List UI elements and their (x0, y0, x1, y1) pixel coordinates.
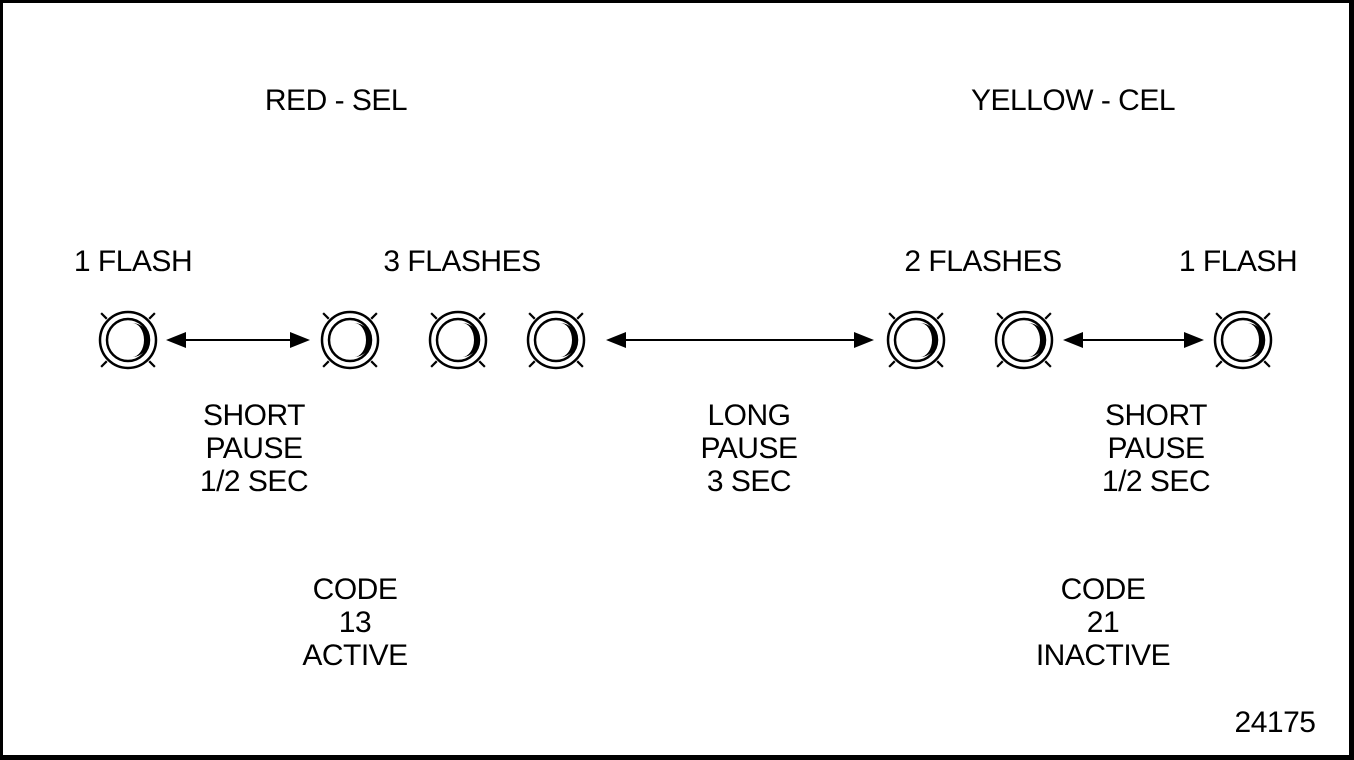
pause-2-line1: LONG (707, 399, 791, 432)
arrows-group (166, 332, 1204, 348)
figure-number: 24175 (1234, 706, 1316, 739)
pause-1-line2: PAUSE (205, 432, 303, 465)
flash-label-4: 1 FLASH (1178, 245, 1298, 278)
header-red-sel: RED - SEL (264, 84, 408, 117)
pause-2-line2: PAUSE (700, 432, 798, 465)
code-13-line2: 13 (338, 606, 372, 639)
code-21-line3: INACTIVE (1035, 639, 1171, 672)
header-yellow-cel: YELLOW - CEL (970, 84, 1176, 117)
flash-label-1: 1 FLASH (73, 245, 193, 278)
lamp-icon (526, 310, 586, 370)
pause-3-line2: PAUSE (1107, 432, 1205, 465)
code-13-label: CODE 13 ACTIVE (302, 573, 408, 672)
flash-label-2: 3 FLASHES (383, 245, 541, 278)
flash-label-3: 2 FLASHES (904, 245, 1062, 278)
short-pause-arrow-2 (1063, 332, 1204, 348)
short-pause-arrow-1 (166, 332, 310, 348)
lamp-icon (98, 310, 158, 370)
pause-2-line3: 3 SEC (706, 465, 792, 498)
long-pause-arrow (606, 332, 874, 348)
lamp-icon (994, 310, 1054, 370)
lamp-icon (886, 310, 946, 370)
pause-3-line1: SHORT (1105, 399, 1207, 432)
pause-3-line3: 1/2 SEC (1101, 465, 1211, 498)
pause-label-short-2: SHORT PAUSE 1/2 SEC (1101, 399, 1211, 498)
pause-label-long: LONG PAUSE 3 SEC (701, 399, 798, 498)
lamps-group (98, 310, 1273, 370)
code-13-line3: ACTIVE (302, 639, 408, 672)
code-21-line2: 21 (1086, 606, 1120, 639)
pause-1-line1: SHORT (203, 399, 305, 432)
lamp-icon (320, 310, 380, 370)
code-21-label: CODE 21 INACTIVE (1035, 573, 1171, 672)
code-21-line1: CODE (1060, 573, 1146, 606)
pause-1-line3: 1/2 SEC (199, 465, 309, 498)
code-13-line1: CODE (312, 573, 398, 606)
lamp-icon (1213, 310, 1273, 370)
lamp-icon (428, 310, 488, 370)
pause-label-short-1: SHORT PAUSE 1/2 SEC (199, 399, 309, 498)
